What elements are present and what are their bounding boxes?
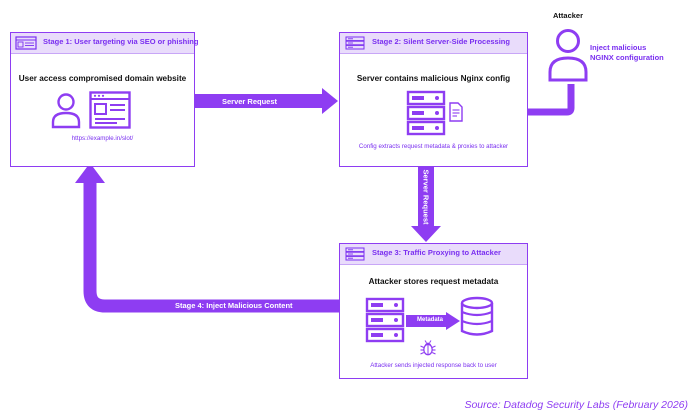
server-request-vertical-label: Server Request (421, 169, 431, 225)
stage3-header: Stage 3: Traffic Proxying to Attacker (340, 244, 527, 265)
attacker-label: Attacker (553, 11, 584, 20)
stage2-title: Stage 2: Silent Server-Side Processing (372, 37, 510, 46)
server-request-arrowhead (322, 88, 338, 114)
server-request-vertical-arrowhead (411, 226, 441, 242)
attacker-user-icon (548, 29, 588, 82)
server-request-vertical-arrow (418, 166, 434, 228)
metadata-label: Metadata (417, 317, 444, 323)
stage1-url: https://example.in/slot/ (71, 135, 134, 142)
stage4-arrowhead (75, 163, 105, 183)
stage4-arrow (83, 180, 340, 313)
stage3-title: Stage 3: Traffic Proxying to Attacker (372, 248, 501, 257)
server-rack-icon (406, 90, 446, 136)
stage2-heading: Server contains malicious Nginx config (356, 74, 511, 83)
stage1-heading: User access compromised domain website (18, 74, 187, 83)
webpage-icon (89, 91, 131, 129)
stage3-heading: Attacker stores request metadata (368, 277, 499, 286)
stage3-caption: Attacker sends injected response back to… (370, 362, 497, 369)
metadata-arrow (406, 312, 460, 330)
server-request-label: Server Request (222, 97, 278, 106)
source-caption: Source: Datadog Security Labs (February … (464, 399, 688, 411)
server-rack-icon (365, 297, 405, 343)
stage4-label: Stage 4: Inject Malicious Content (175, 301, 293, 310)
stage2-header: Stage 2: Silent Server-Side Processing (340, 33, 527, 54)
database-icon (460, 296, 494, 336)
config-file-icon (449, 102, 463, 122)
stage2-caption: Config extracts request metadata & proxi… (358, 143, 509, 150)
server-request-arrow (170, 94, 324, 108)
stage2-box: Stage 2: Silent Server-Side Processing S… (339, 32, 528, 167)
bug-icon (420, 340, 436, 356)
attacker-inject-arrow (474, 84, 575, 116)
stage1-title: Stage 1: User targeting via SEO or phish… (43, 37, 199, 46)
attacker-note-line1: Inject malicious (590, 43, 647, 52)
stage1-header: Stage 1: User targeting via SEO or phish… (11, 33, 198, 54)
stage1-box: Stage 1: User targeting via SEO or phish… (10, 32, 198, 167)
user-icon (51, 93, 81, 129)
browser-window-icon (15, 36, 37, 50)
attacker-note-line2: NGINX configuration (590, 53, 664, 62)
server-rack-icon (345, 36, 365, 50)
stage3-box: Stage 3: Traffic Proxying to Attacker At… (339, 243, 528, 379)
server-rack-icon (345, 247, 365, 261)
